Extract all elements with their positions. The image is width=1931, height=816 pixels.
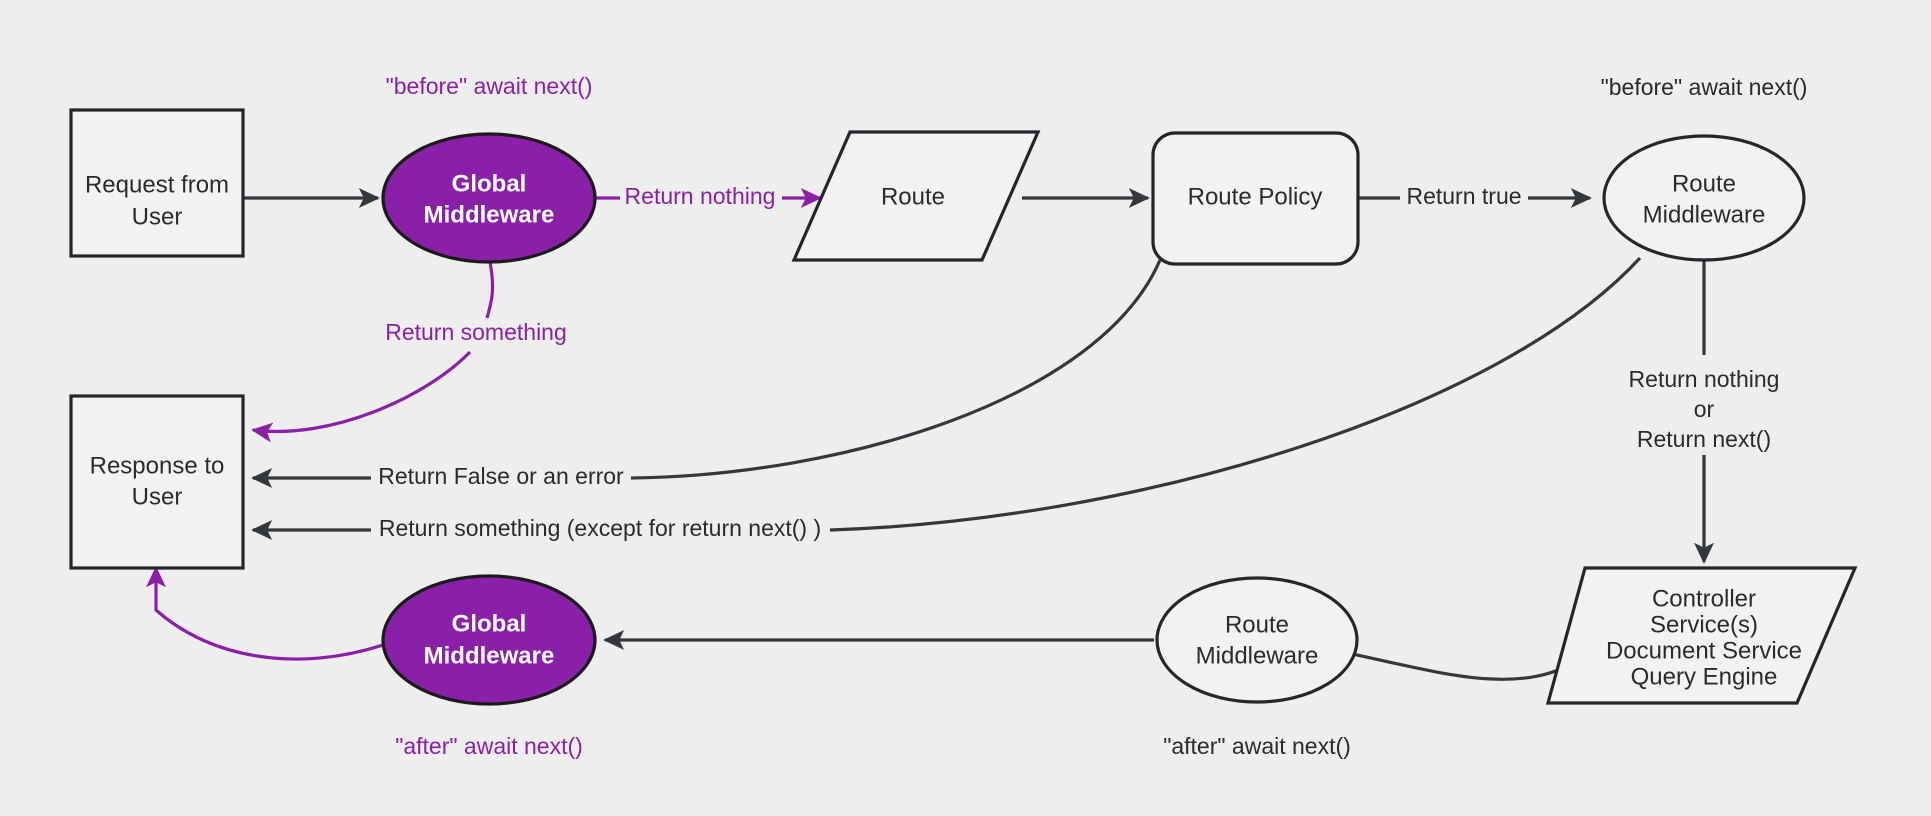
- node-route-label: Route: [881, 183, 945, 210]
- node-global-middleware-top[interactable]: Global Middleware: [381, 132, 597, 264]
- node-global-middleware-bottom[interactable]: Global Middleware: [381, 574, 597, 706]
- edge-label-return-next-line: Return next(): [1637, 426, 1771, 452]
- node-route-middleware-bottom-label-line1: Route: [1225, 611, 1289, 638]
- node-global-middleware-top-label-line1: Global: [452, 170, 527, 197]
- node-controller-label-line2: Service(s): [1650, 611, 1758, 638]
- annotation-before-await-next-route-mw: "before" await next(): [1601, 74, 1808, 100]
- edge-label-return-something-to-response: [251, 350, 472, 443]
- node-route-middleware-top[interactable]: Route Middleware: [1602, 134, 1806, 262]
- annotation-before-await-next-global: "before" await next(): [386, 73, 593, 99]
- node-route-policy[interactable]: Route Policy: [1151, 131, 1360, 266]
- node-global-middleware-bottom-label-line1: Global: [452, 610, 527, 637]
- node-route-middleware-bottom[interactable]: Route Middleware: [1155, 576, 1359, 704]
- edge-label-return-nothing-line: Return nothing: [1629, 366, 1780, 392]
- edge-label-return-false-or-error: Return False or an error: [378, 463, 624, 489]
- edge-route-policy-to-label-return-false: [630, 259, 1162, 480]
- annotation-after-await-next-route-mw: "after" await next(): [1163, 733, 1351, 759]
- node-global-middleware-bottom-label-line2: Middleware: [424, 642, 555, 669]
- node-controller-label-line4: Query Engine: [1631, 663, 1778, 690]
- node-controller-label-line1: Controller: [1652, 585, 1756, 612]
- node-response-label-line2: User: [132, 483, 183, 510]
- edge-label-return-something: Return something: [385, 319, 567, 345]
- node-controller-services[interactable]: Controller Service(s) Document Service Q…: [1545, 566, 1858, 705]
- edge-label-or-line: or: [1694, 396, 1715, 422]
- node-route-policy-label: Route Policy: [1188, 183, 1323, 210]
- edge-global-mw-to-label-return-something: [485, 261, 495, 319]
- edge-route-mw-to-label-return-something-except: [829, 256, 1642, 532]
- node-response-to-user[interactable]: Response to User: [69, 394, 245, 570]
- edge-label-return-something-except: Return something (except for return next…: [379, 515, 821, 541]
- node-response-label-line1: Response to: [90, 452, 225, 479]
- node-route-middleware-top-label-line1: Route: [1672, 170, 1736, 197]
- edge-label-return-true: Return true: [1406, 183, 1521, 209]
- edge-label-return-nothing: Return nothing: [625, 183, 776, 209]
- node-global-middleware-top-label-line2: Middleware: [424, 201, 555, 228]
- annotation-after-await-next-global: "after" await next(): [395, 733, 583, 759]
- node-request-label-line1: Request from: [85, 171, 229, 198]
- node-request-label-line2: User: [132, 203, 183, 230]
- node-route-middleware-top-label-line2: Middleware: [1643, 201, 1766, 228]
- edge-global-middleware-bottom-to-response: [146, 566, 384, 661]
- node-request-from-user[interactable]: Request from User: [69, 108, 245, 258]
- node-route[interactable]: Route: [791, 130, 1041, 262]
- node-route-middleware-bottom-label-line2: Middleware: [1196, 642, 1319, 669]
- node-controller-label-line3: Document Service: [1606, 637, 1802, 664]
